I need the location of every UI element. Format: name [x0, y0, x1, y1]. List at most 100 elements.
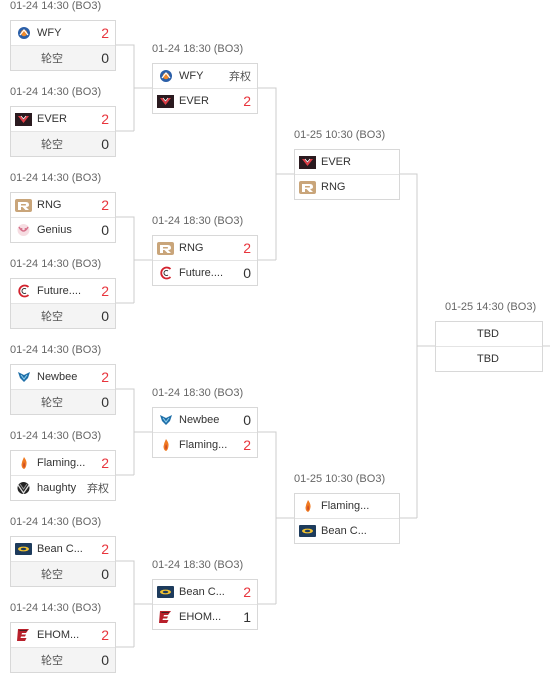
team-name: EVER — [37, 113, 67, 125]
team-name: 轮空 — [41, 311, 63, 323]
team-name: EVER — [179, 95, 209, 107]
flaming-icon — [299, 499, 316, 513]
match-time: 01-24 14:30 (BO3) — [10, 0, 102, 12]
team-row[interactable]: Bean C...2 — [11, 537, 115, 562]
team-score: 2 — [243, 584, 251, 600]
team-score: 1 — [243, 609, 251, 625]
match-card[interactable]: Flaming... Bean C... — [294, 493, 400, 544]
team-row[interactable]: Flaming...2 — [11, 451, 115, 476]
team-name: WFY — [179, 70, 204, 82]
team-name: haughty — [37, 482, 77, 494]
team-row[interactable]: Bean C... 2 — [153, 580, 257, 605]
team-row[interactable]: Flaming... — [295, 494, 399, 519]
team-row[interactable]: EHOM... 1 — [153, 605, 257, 629]
future-icon — [157, 266, 174, 280]
rng-icon — [299, 180, 316, 194]
match-time: 01-24 18:30 (BO3) — [152, 43, 244, 55]
round3-match[interactable]: 01-25 10:30 (BO3)Flaming...Bean C... — [294, 473, 400, 544]
team-row[interactable]: Bean C... — [295, 519, 399, 543]
team-row[interactable]: RNG — [295, 175, 399, 199]
team-row[interactable]: EHOM...2 — [11, 623, 115, 648]
newbee-icon — [15, 370, 32, 384]
bracket-connector — [400, 173, 435, 519]
team-row[interactable]: TBD — [436, 322, 542, 347]
team-name: WFY — [37, 27, 62, 39]
team-score: 0 — [101, 222, 109, 238]
team-score: 2 — [101, 197, 109, 213]
team-name: 轮空 — [41, 655, 63, 667]
ehome-icon — [15, 628, 32, 642]
rng-icon — [15, 198, 32, 212]
team-name: Genius — [37, 224, 72, 236]
team-score: 0 — [243, 265, 251, 281]
bean-icon — [299, 524, 316, 538]
future-icon — [15, 284, 32, 298]
bean-icon — [157, 585, 174, 599]
bracket-connector — [116, 216, 152, 304]
team-row[interactable]: Flaming...2 — [153, 433, 257, 457]
ever-icon — [15, 112, 32, 126]
bracket-connector — [258, 87, 294, 261]
newbee-icon — [157, 413, 174, 427]
team-row[interactable]: Future....2 — [11, 279, 115, 304]
team-name: EHOM... — [37, 629, 80, 641]
team-row[interactable]: EVER — [295, 150, 399, 175]
match-time: 01-24 14:30 (BO3) — [10, 430, 102, 442]
flaming-icon — [157, 438, 174, 452]
team-row[interactable]: TBD — [436, 347, 542, 371]
team-row[interactable]: Future....0 — [153, 261, 257, 285]
team-name: Bean C... — [179, 586, 225, 598]
match-time: 01-24 18:30 (BO3) — [152, 387, 244, 399]
genius-icon — [15, 223, 32, 237]
team-row[interactable]: Genius 0 — [11, 218, 115, 242]
team-score: 2 — [101, 455, 109, 471]
team-name: Bean C... — [321, 525, 367, 537]
match-time: 01-24 14:30 (BO3) — [10, 86, 102, 98]
team-name: Bean C... — [37, 543, 83, 555]
team-name: EHOM... — [179, 611, 222, 623]
